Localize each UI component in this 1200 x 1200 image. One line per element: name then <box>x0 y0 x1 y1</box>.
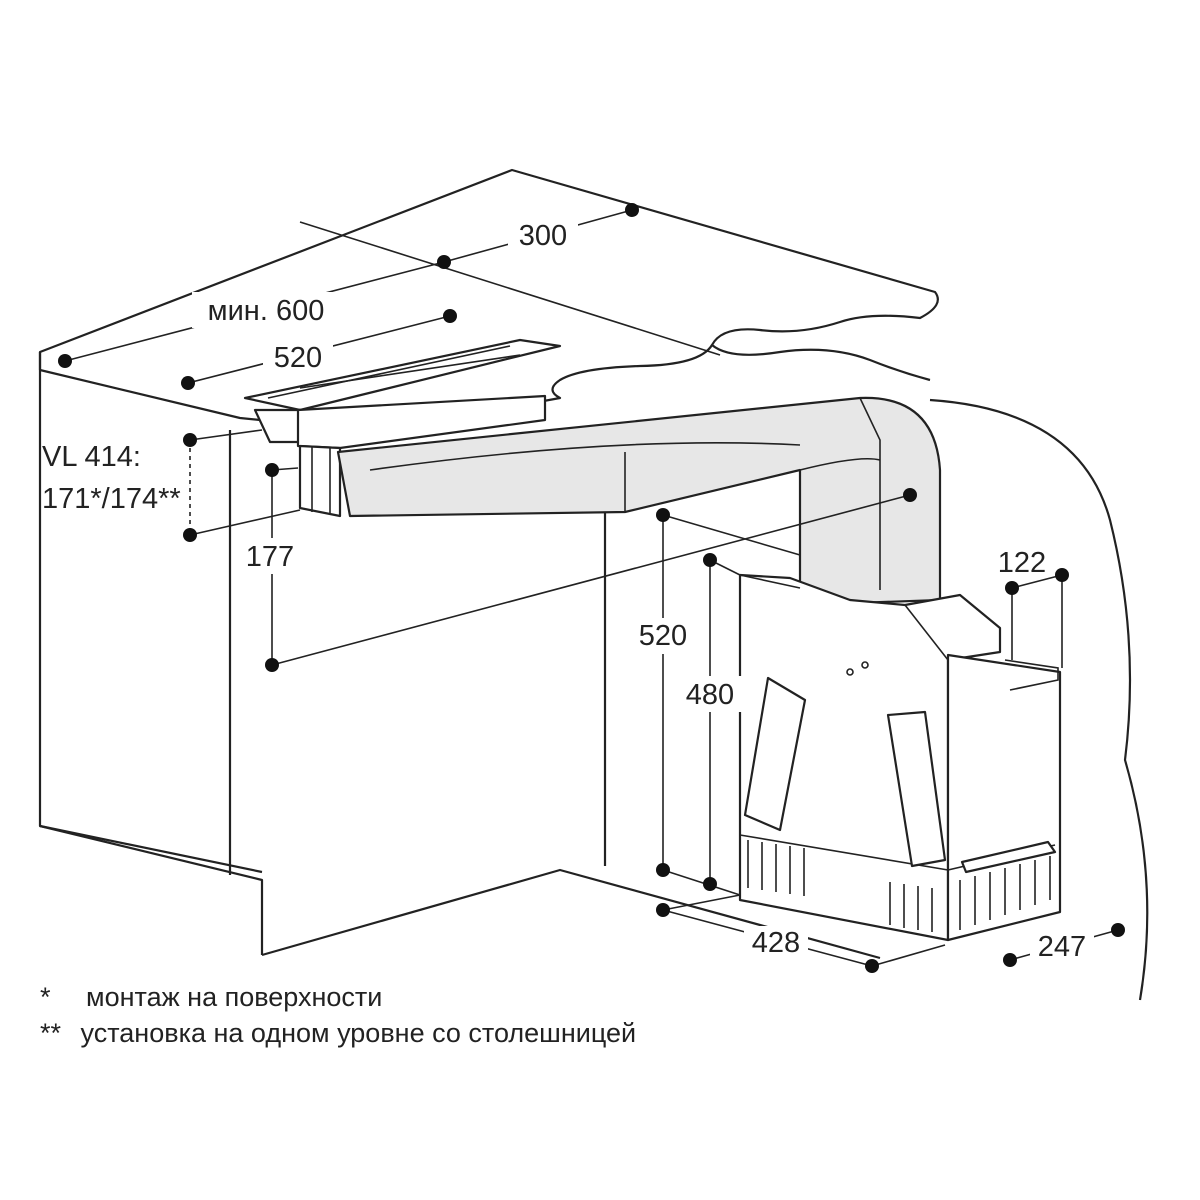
dot <box>265 658 279 672</box>
footnote-1-marker: * <box>40 982 51 1012</box>
dim-300-label: 300 <box>519 220 567 252</box>
dot <box>656 903 670 917</box>
dot <box>437 255 451 269</box>
dot <box>58 354 72 368</box>
dot <box>903 488 917 502</box>
dim-428-label: 428 <box>752 927 800 959</box>
dot <box>183 433 197 447</box>
dot <box>1003 953 1017 967</box>
dot <box>656 863 670 877</box>
dot <box>1005 581 1019 595</box>
footnote-2-marker: ** <box>40 1018 62 1048</box>
dot <box>625 203 639 217</box>
footnote-2: ** установка на одном уровне со столешни… <box>40 1018 636 1049</box>
dot <box>1055 568 1069 582</box>
dot <box>183 528 197 542</box>
dim-122-label: 122 <box>998 547 1046 579</box>
dim-520-side-label: 520 <box>639 620 687 652</box>
footnote-2-text: установка на одном уровне со столешницей <box>80 1018 637 1048</box>
dot <box>443 309 457 323</box>
downdraft-unit <box>243 338 562 518</box>
dot <box>703 553 717 567</box>
dot <box>181 376 195 390</box>
dim-520-top-label: 520 <box>274 342 322 374</box>
dim-177-label: 177 <box>246 541 294 573</box>
dim-min600-label: мин. 600 <box>208 295 325 327</box>
footnote-1: * монтаж на поверхности <box>40 982 382 1013</box>
vl414-label: VL 414: <box>42 441 141 473</box>
dim-480-label: 480 <box>686 679 734 711</box>
fan-box <box>738 573 1062 942</box>
dim-247-label: 247 <box>1038 931 1086 963</box>
dot <box>656 508 670 522</box>
dot <box>1111 923 1125 937</box>
dot <box>265 463 279 477</box>
dot <box>865 959 879 973</box>
footnote-1-text: монтаж на поверхности <box>86 982 383 1012</box>
vl414-values: 171*/174** <box>42 483 181 515</box>
flat-duct <box>336 396 942 607</box>
dot <box>703 877 717 891</box>
dimension-dots <box>58 203 1125 973</box>
